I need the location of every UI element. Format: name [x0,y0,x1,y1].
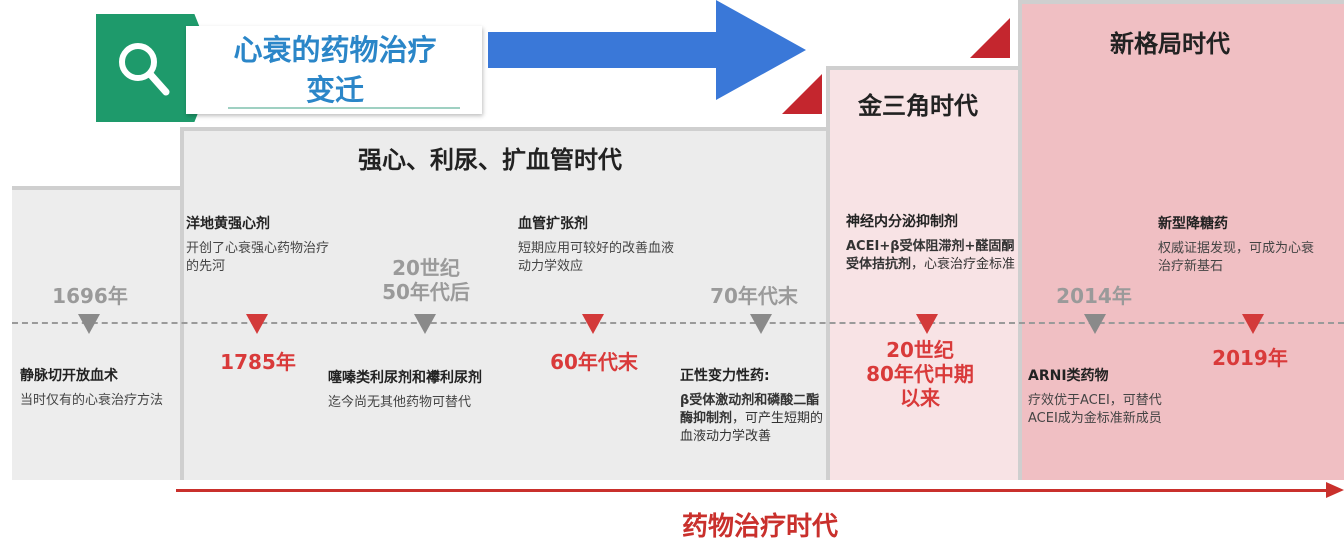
event-desc: 短期应用可较好的改善血液动力学效应 [518,241,675,274]
timeline-marker-1970s [750,314,772,334]
timeline-marker-1960s [582,314,604,334]
event-desc: 当时仅有的心衰治疗方法 [20,393,164,408]
timeline-date-1980s: 20世纪 80年代中期 以来 [866,338,974,410]
timeline-date-2014: 2014年 [1056,284,1132,308]
event-desc: β受体激动剂和磷酸二酯酶抑制剂，可产生短期的血液动力学改善 [680,393,824,444]
timeline-marker-2014 [1084,314,1106,334]
event-2019: 新型降糖药 权威证据发现，可成为心衰治疗新基石 [1158,214,1328,276]
era-band-golden [826,66,1028,480]
event-1980s: 神经内分泌抑制剂 ACEI+β受体阻滞剂+醛固酮受体拮抗剂，心衰治疗金标准 [846,212,1022,274]
event-title: 正性变力性药: [680,368,770,384]
page-title-line2: 变迁 [305,73,364,107]
progress-arrow [488,0,806,100]
event-desc: ACEI+β受体阻滞剂+醛固酮受体拮抗剂，心衰治疗金标准 [846,239,1016,272]
event-desc: 迄今尚无其他药物可替代 [328,395,472,410]
timeline-marker-1785 [246,314,268,334]
timeline-marker-1950s [414,314,436,334]
event-title: 新型降糖药 [1158,216,1228,232]
timeline-marker-1696 [78,314,100,334]
event-title: 神经内分泌抑制剂 [846,214,958,230]
search-icon [119,43,170,96]
event-1970s: 正性变力性药: β受体激动剂和磷酸二酯酶抑制剂，可产生短期的血液动力学改善 [680,366,830,446]
event-title: 血管扩张剂 [518,216,588,232]
event-1960s: 血管扩张剂 短期应用可较好的改善血液动力学效应 [518,214,688,276]
era-title-classic: 强心、利尿、扩血管时代 [358,146,622,174]
era-title-golden: 金三角时代 [858,92,978,120]
timeline-date-1960s: 60年代末 [550,350,638,374]
treatment-era-label: 药物治疗时代 [681,512,838,542]
step-triangle-new [970,18,1010,58]
timeline-date-1950s: 20世纪 50年代后 [382,256,470,304]
title-card [186,26,482,114]
event-2014: ARNI类药物 疗效优于ACEI，可替代ACEI成为金标准新成员 [1028,366,1188,428]
step-triangle-golden [782,74,822,114]
era-band-classic [180,127,834,480]
era-title-new: 新格局时代 [1110,30,1230,58]
era-band-new [1018,0,1344,480]
timeline-date-2019: 2019年 [1212,346,1288,370]
page-title-line1: 心衰的药物治疗 [233,33,437,67]
timeline-marker-1980s [916,314,938,334]
treatment-era-arrow [176,489,1326,492]
timeline-marker-2019 [1242,314,1264,334]
timeline-line [12,322,1344,324]
page-title: 心衰的药物治疗 变迁 [200,30,470,110]
title-underline [228,107,460,109]
event-title: 洋地黄强心剂 [186,216,270,232]
timeline-date-1970s: 70年代末 [710,284,798,308]
timeline-date-1696: 1696年 [52,284,128,308]
event-title: ARNI类药物 [1028,368,1109,384]
event-title: 噻嗪类利尿剂和襻利尿剂 [328,370,482,386]
event-1785: 洋地黄强心剂 开创了心衰强心药物治疗的先河 [186,214,336,276]
event-1696: 静脉切开放血术 当时仅有的心衰治疗方法 [20,366,170,410]
event-desc: 开创了心衰强心药物治疗的先河 [186,241,330,274]
event-desc: 疗效优于ACEI，可替代ACEI成为金标准新成员 [1028,393,1162,426]
event-title: 静脉切开放血术 [20,368,118,384]
event-desc: 权威证据发现，可成为心衰治疗新基石 [1158,241,1315,274]
event-1950s: 噻嗪类利尿剂和襻利尿剂 迄今尚无其他药物可替代 [328,368,528,412]
timeline-date-1785: 1785年 [220,350,296,374]
treatment-era-arrowhead [1326,482,1344,498]
